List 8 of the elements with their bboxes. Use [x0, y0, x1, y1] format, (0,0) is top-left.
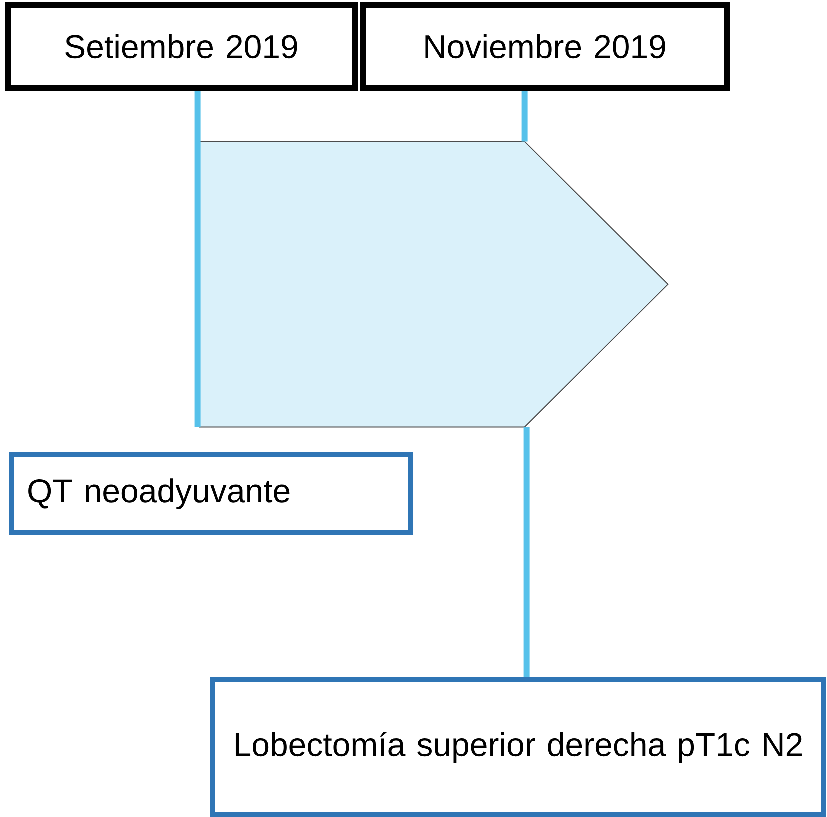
date-box: Setiembre 2019: [5, 2, 358, 91]
label-box: QT neoadyuvante: [10, 452, 414, 536]
label-box: Lobectomía superior derecha pT1c N2: [210, 678, 826, 817]
pentagon-shape: [199, 141, 669, 428]
date-box: Noviembre 2019: [360, 2, 730, 91]
connector-line: [522, 91, 528, 142]
connector-line: [524, 427, 530, 678]
connector-line: [194, 91, 201, 428]
